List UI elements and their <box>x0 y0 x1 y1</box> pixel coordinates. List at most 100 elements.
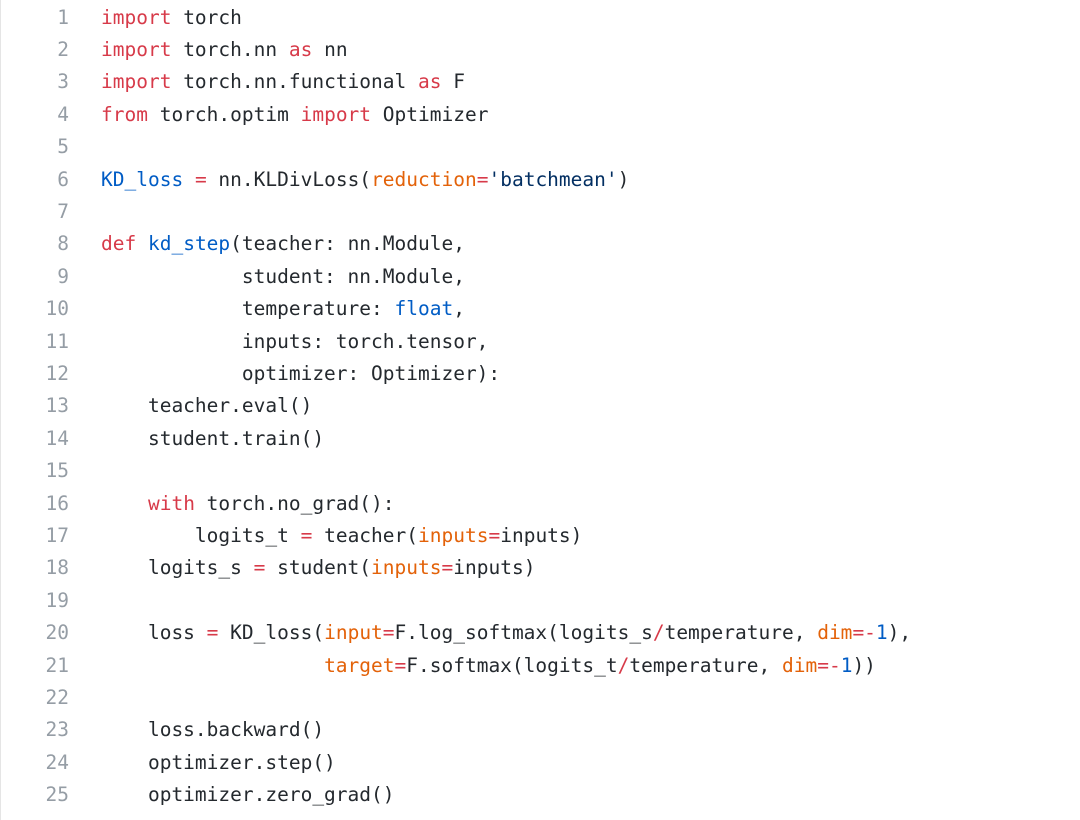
line-code: teacher.eval() <box>69 394 312 417</box>
code-token: import <box>300 102 372 126</box>
code-token: logits_s <box>101 556 254 580</box>
code-token: F.softmax(logits_t <box>406 653 618 677</box>
code-token <box>183 168 195 191</box>
line-code: target=F.softmax(logits_t/temperature, d… <box>69 654 876 677</box>
line-number: 25 <box>45 783 69 807</box>
line-code: with torch.no_grad(): <box>69 492 395 515</box>
line-code: optimizer.zero_grad() <box>69 783 395 806</box>
code-line: 16 with torch.no_grad(): <box>1 487 1080 519</box>
code-token: kd_step <box>147 232 231 256</box>
code-token: logits_t <box>101 523 301 547</box>
line-code: loss = KD_loss(input=F.log_softmax(logit… <box>69 621 911 644</box>
code-token: student: nn.Module, <box>101 264 465 288</box>
code-token: dim <box>817 621 853 645</box>
code-token: / <box>652 621 665 645</box>
line-number: 23 <box>45 718 69 742</box>
line-number: 16 <box>45 491 69 515</box>
code-token: = <box>206 621 219 645</box>
code-token: teacher( <box>312 523 419 547</box>
code-line: 17 logits_t = teacher(inputs=inputs) <box>1 519 1080 551</box>
line-number: 13 <box>45 394 69 418</box>
code-token: 'batchmean' <box>488 167 618 191</box>
line-number: 1 <box>57 5 69 29</box>
code-token: input <box>324 621 383 645</box>
code-line: 11 inputs: torch.tensor, <box>1 325 1080 357</box>
line-number: 7 <box>57 200 69 224</box>
code-token: = <box>476 167 489 191</box>
line-code: temperature: float, <box>69 297 465 320</box>
code-token: loss.backward() <box>101 718 325 742</box>
code-token: =- <box>852 621 876 645</box>
line-code: optimizer.step() <box>69 751 336 774</box>
code-token: F <box>441 70 465 94</box>
code-token: = <box>382 621 395 645</box>
code-token: temperature: <box>101 297 395 321</box>
code-token: )) <box>852 653 876 677</box>
code-line: 15 <box>1 454 1080 486</box>
line-number: 15 <box>45 459 69 483</box>
code-line: 20 loss = KD_loss(input=F.log_softmax(lo… <box>1 616 1080 648</box>
code-token: torch <box>171 5 242 29</box>
code-token: =- <box>817 653 841 677</box>
code-token <box>136 232 148 255</box>
line-code: loss.backward() <box>69 718 324 741</box>
code-line: 14 student.train() <box>1 422 1080 454</box>
code-token: = <box>300 523 313 547</box>
line-code: student: nn.Module, <box>69 265 465 288</box>
code-token: optimizer.step() <box>101 750 336 774</box>
code-token: as <box>288 38 313 62</box>
code-token: temperature, <box>664 621 818 645</box>
line-number: 24 <box>45 750 69 774</box>
line-code: import torch <box>69 6 242 29</box>
code-token: import <box>101 5 172 29</box>
code-token: def <box>101 232 137 256</box>
code-line: 22 <box>1 681 1080 713</box>
code-token: = <box>194 167 207 191</box>
code-token: optimizer.zero_grad() <box>101 783 395 807</box>
line-code: logits_s = student(inputs=inputs) <box>69 556 535 579</box>
line-number: 14 <box>45 426 69 450</box>
code-line: 7 <box>1 195 1080 227</box>
line-code: import torch.nn.functional as F <box>69 70 465 93</box>
line-code: logits_t = teacher(inputs=inputs) <box>69 523 583 547</box>
code-token: (teacher: nn.Module, <box>230 232 465 256</box>
code-token: temperature, <box>629 653 782 677</box>
code-token: dim <box>781 653 818 677</box>
code-token: optimizer: Optimizer): <box>101 361 501 385</box>
line-number: 17 <box>45 523 69 547</box>
line-code: import torch.nn as nn <box>69 38 348 61</box>
line-number: 20 <box>45 621 69 645</box>
code-line: 12 optimizer: Optimizer): <box>1 357 1080 389</box>
code-line: 10 temperature: float, <box>1 293 1080 325</box>
code-token: torch.optim <box>147 102 301 126</box>
line-code: inputs: torch.tensor, <box>69 329 489 353</box>
code-token: torch.nn <box>171 38 289 62</box>
code-token: inputs <box>418 523 489 547</box>
code-token: KD_loss <box>101 167 184 191</box>
line-number: 9 <box>57 264 69 288</box>
code-token: target <box>324 653 395 677</box>
code-token: KD_loss( <box>218 621 325 645</box>
line-code: def kd_step(teacher: nn.Module, <box>69 232 465 255</box>
line-code: from torch.optim import Optimizer <box>69 103 488 126</box>
code-line: 5 <box>1 131 1080 163</box>
line-number: 19 <box>45 588 69 612</box>
code-token: nn.KLDivLoss( <box>206 167 372 191</box>
code-token: Optimizer <box>371 102 489 126</box>
code-token: nn <box>312 38 348 62</box>
line-number: 18 <box>45 556 69 580</box>
code-token: reduction <box>371 167 477 191</box>
code-line: 23 loss.backward() <box>1 714 1080 746</box>
code-token: inputs: torch.tensor, <box>101 329 489 353</box>
line-number: 22 <box>45 685 69 709</box>
line-code: KD_loss = nn.KLDivLoss(reduction='batchm… <box>69 168 629 191</box>
code-token: inputs) <box>453 556 536 580</box>
code-token: ) <box>617 167 630 191</box>
code-line: 21 target=F.softmax(logits_t/temperature… <box>1 649 1080 681</box>
code-line: 18 logits_s = student(inputs=inputs) <box>1 552 1080 584</box>
code-line: 13 teacher.eval() <box>1 390 1080 422</box>
